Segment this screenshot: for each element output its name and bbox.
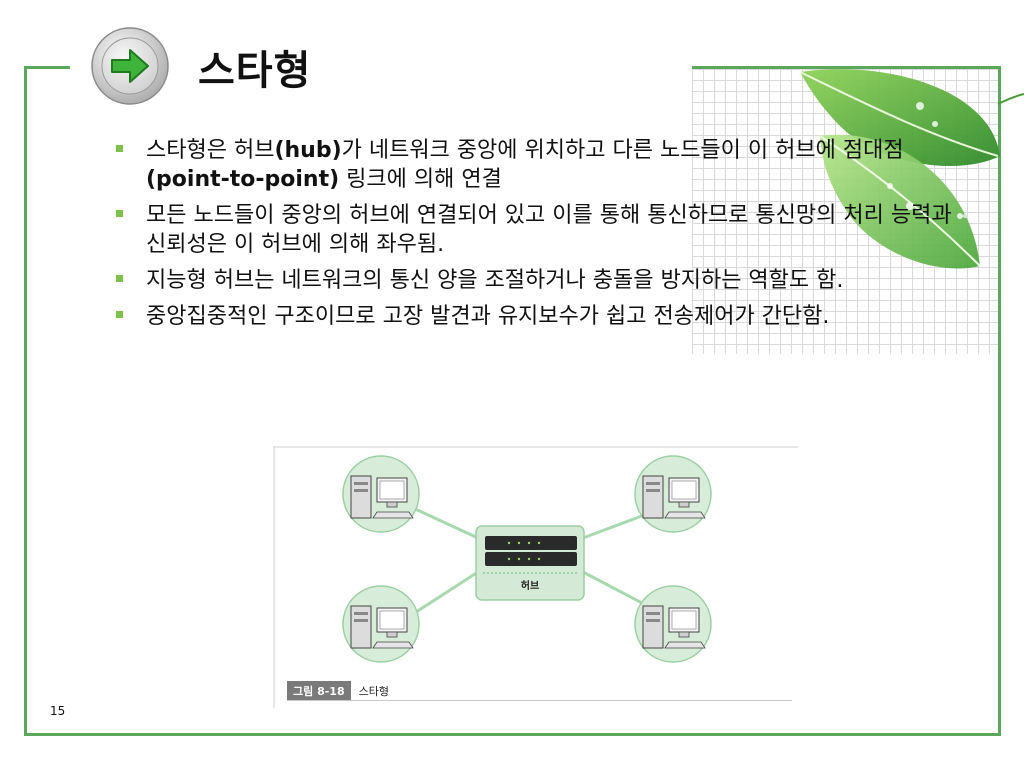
computer-icon: [342, 455, 420, 533]
frame-top-right: [692, 66, 1001, 69]
computer-icon: [634, 455, 712, 533]
frame-left: [24, 66, 27, 736]
bullet-item: 중앙집중적인 구조이므로 고장 발견과 유지보수가 쉽고 전송제어가 간단함.: [116, 302, 976, 331]
bullet-item: 스타형은 허브(hub)가 네트워크 중앙에 위치하고 다른 노드들이 이 허브…: [116, 136, 976, 194]
slide-title: 스타형: [198, 48, 312, 94]
leaf-icon: [799, 69, 1024, 269]
frame-top-left: [24, 66, 70, 69]
hub-label: 허브: [521, 579, 539, 592]
computer-icon: [342, 585, 420, 663]
page-number: 15: [50, 704, 66, 718]
frame-bottom: [24, 733, 1001, 736]
arrow-right-icon: [91, 27, 169, 105]
bullet-marker: [116, 145, 123, 152]
bullet-marker: [116, 275, 123, 282]
hub-device-icon: [475, 525, 585, 601]
figure-caption: 그림 8-18 스타형: [287, 681, 389, 701]
figure-caption-text: 스타형: [358, 685, 389, 698]
bullet-marker: [116, 210, 123, 217]
figure-caption-label: 그림 8-18: [287, 681, 351, 701]
link-line: [412, 570, 479, 616]
bullet-item: 지능형 허브는 네트워크의 통신 양을 조절하거나 충돌을 방지하는 역할도 함…: [116, 266, 976, 295]
link-line: [412, 506, 479, 540]
bullet-item: 모든 노드들이 중앙의 허브에 연결되어 있고 이를 통해 통신하므로 통신망의…: [116, 201, 976, 259]
star-topology-diagram: 허브: [273, 446, 798, 708]
caption-divider: [287, 700, 792, 701]
bullet-list: 스타형은 허브(hub)가 네트워크 중앙에 위치하고 다른 노드들이 이 허브…: [116, 136, 976, 338]
frame-right: [998, 66, 1001, 736]
computer-icon: [634, 585, 712, 663]
bullet-marker: [116, 311, 123, 318]
